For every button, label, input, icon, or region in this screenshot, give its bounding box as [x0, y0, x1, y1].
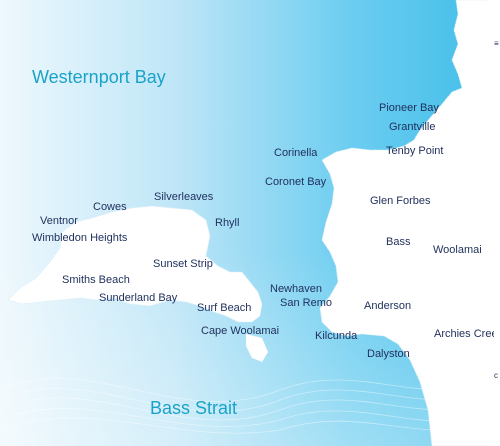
label-rhyll: Rhyll [215, 217, 240, 229]
wave-lines [0, 378, 500, 434]
label-surf-beach: Surf Beach [197, 302, 252, 314]
label-glen-forbes: Glen Forbes [370, 195, 431, 207]
label-tenby-point: Tenby Point [386, 145, 444, 157]
edge-glyph-top: ≡ [494, 40, 499, 48]
label-anderson: Anderson [364, 300, 412, 312]
cape-woolamai-tip [246, 334, 268, 362]
label-westernport-bay: Westernport Bay [32, 67, 166, 87]
label-smiths-beach: Smiths Beach [62, 274, 130, 286]
label-sunderland-bay: Sunderland Bay [99, 292, 178, 304]
phillip-island [7, 205, 263, 323]
label-cape-woolamai: Cape Woolamai [201, 325, 280, 337]
label-dalyston: Dalyston [367, 348, 410, 360]
label-bass-strait: Bass Strait [150, 398, 238, 418]
label-newhaven: Newhaven [270, 283, 322, 295]
label-grantville: Grantville [389, 121, 436, 133]
edge-glyph-bottom: c [494, 372, 498, 380]
right-panel [494, 0, 500, 446]
label-silverleaves: Silverleaves [154, 191, 214, 203]
label-kilcunda: Kilcunda [315, 330, 358, 342]
label-coronet-bay: Coronet Bay [265, 176, 327, 188]
label-sunset-strip: Sunset Strip [153, 258, 213, 270]
label-corinella: Corinella [274, 147, 318, 159]
label-cowes: Cowes [93, 201, 127, 213]
label-bass: Bass [386, 236, 411, 248]
mainland [319, 0, 500, 446]
label-pioneer-bay: Pioneer Bay [379, 102, 439, 114]
label-archies-creek: Archies Cree [434, 328, 494, 340]
label-woolamai: Woolamai [433, 244, 482, 256]
label-wimbledon-heights: Wimbledon Heights [32, 232, 128, 244]
label-ventnor: Ventnor [40, 215, 78, 227]
label-san-remo: San Remo [280, 297, 332, 309]
